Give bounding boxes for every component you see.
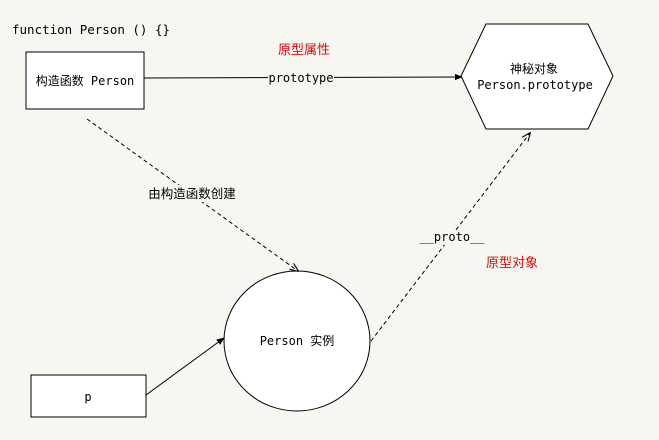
prototype-attribute-note: 原型属性 xyxy=(278,43,330,58)
constructor-label: 构造函数 Person xyxy=(36,73,135,88)
prototype-object-note: 原型对象 xyxy=(486,256,538,271)
variable-node xyxy=(30,374,147,418)
prototype-label-line2: Person.prototype xyxy=(477,78,593,92)
variable-label: p xyxy=(84,390,91,404)
proto-edge xyxy=(370,133,530,342)
header-code: function Person () {} xyxy=(12,22,170,37)
proto-edge-label: __proto__ xyxy=(419,230,485,244)
created-by-label-bg xyxy=(146,185,240,202)
instance-label: Person 实例 xyxy=(260,333,335,348)
created-by-label: 由构造函数创建 xyxy=(148,186,236,201)
created-by-edge xyxy=(86,118,298,271)
prototype-node xyxy=(460,23,614,130)
proto-edge-label-bg xyxy=(418,230,486,245)
constructor-node xyxy=(25,51,145,110)
reference-edge xyxy=(145,337,225,396)
prototype-label-line1: 神秘对象 xyxy=(510,62,558,76)
prototype-edge-label-bg xyxy=(268,70,334,85)
prototype-edge-label: prototype xyxy=(268,71,333,85)
